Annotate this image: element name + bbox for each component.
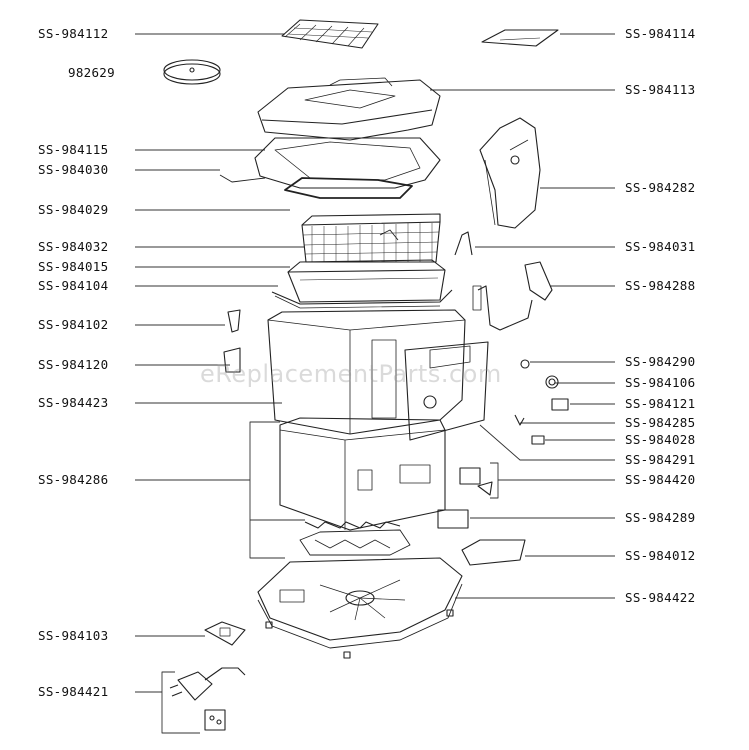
- part-label: SS-984291: [625, 452, 696, 467]
- part-label: SS-984112: [38, 26, 109, 41]
- base-plate: [257, 557, 463, 649]
- part-label: SS-984028: [625, 432, 696, 447]
- part-label: SS-984422: [625, 590, 696, 605]
- part-label: SS-984103: [38, 628, 109, 643]
- part-label: SS-984286: [38, 472, 109, 487]
- base-housing: [279, 417, 446, 531]
- part-label: SS-984115: [38, 142, 109, 157]
- part-label: SS-984423: [38, 395, 109, 410]
- part-label: SS-984290: [625, 354, 696, 369]
- control-plate: [404, 341, 489, 441]
- bowl-seal: [271, 289, 453, 309]
- feet: [265, 609, 454, 659]
- part-label: SS-984285: [625, 415, 696, 430]
- oil-bowl: [287, 259, 446, 303]
- part-label: SS-984106: [625, 375, 696, 390]
- part-label: SS-984031: [625, 239, 696, 254]
- handle: [479, 117, 541, 229]
- power-cord: [169, 667, 246, 731]
- part-label: SS-984113: [625, 82, 696, 97]
- part-label: SS-984029: [38, 202, 109, 217]
- lid: [257, 77, 441, 141]
- spring-clip: [454, 231, 473, 256]
- part-label: SS-984030: [38, 162, 109, 177]
- part-label: SS-984032: [38, 239, 109, 254]
- part-label: SS-984104: [38, 278, 109, 293]
- small-parts-left: [223, 309, 241, 373]
- part-label: SS-984289: [625, 510, 696, 525]
- part-label: SS-984102: [38, 317, 109, 332]
- part-label: 982629: [68, 65, 115, 80]
- cord-clip: [204, 621, 246, 646]
- part-label: SS-984421: [38, 684, 109, 699]
- round-filter: [163, 59, 221, 85]
- part-label: SS-984288: [625, 278, 696, 293]
- small-parts: [437, 359, 569, 566]
- housing: [267, 309, 466, 435]
- part-label: SS-984420: [625, 472, 696, 487]
- leader-lines-left: [135, 33, 305, 734]
- part-label: SS-984120: [38, 357, 109, 372]
- frying-basket: [301, 213, 441, 263]
- part-label: SS-984114: [625, 26, 696, 41]
- watermark: eReplacementParts.com: [200, 360, 502, 388]
- filter-grid-cover: [281, 19, 379, 49]
- heating-element: [299, 521, 411, 556]
- window-strip: [481, 29, 559, 47]
- part-label: SS-984282: [625, 180, 696, 195]
- part-label: SS-984015: [38, 259, 109, 274]
- lid-frame: [219, 137, 441, 189]
- lid-gasket: [284, 177, 413, 199]
- part-label: SS-984012: [625, 548, 696, 563]
- lever: [472, 261, 553, 331]
- leader-lines-right: [430, 33, 615, 599]
- part-label: SS-984121: [625, 396, 696, 411]
